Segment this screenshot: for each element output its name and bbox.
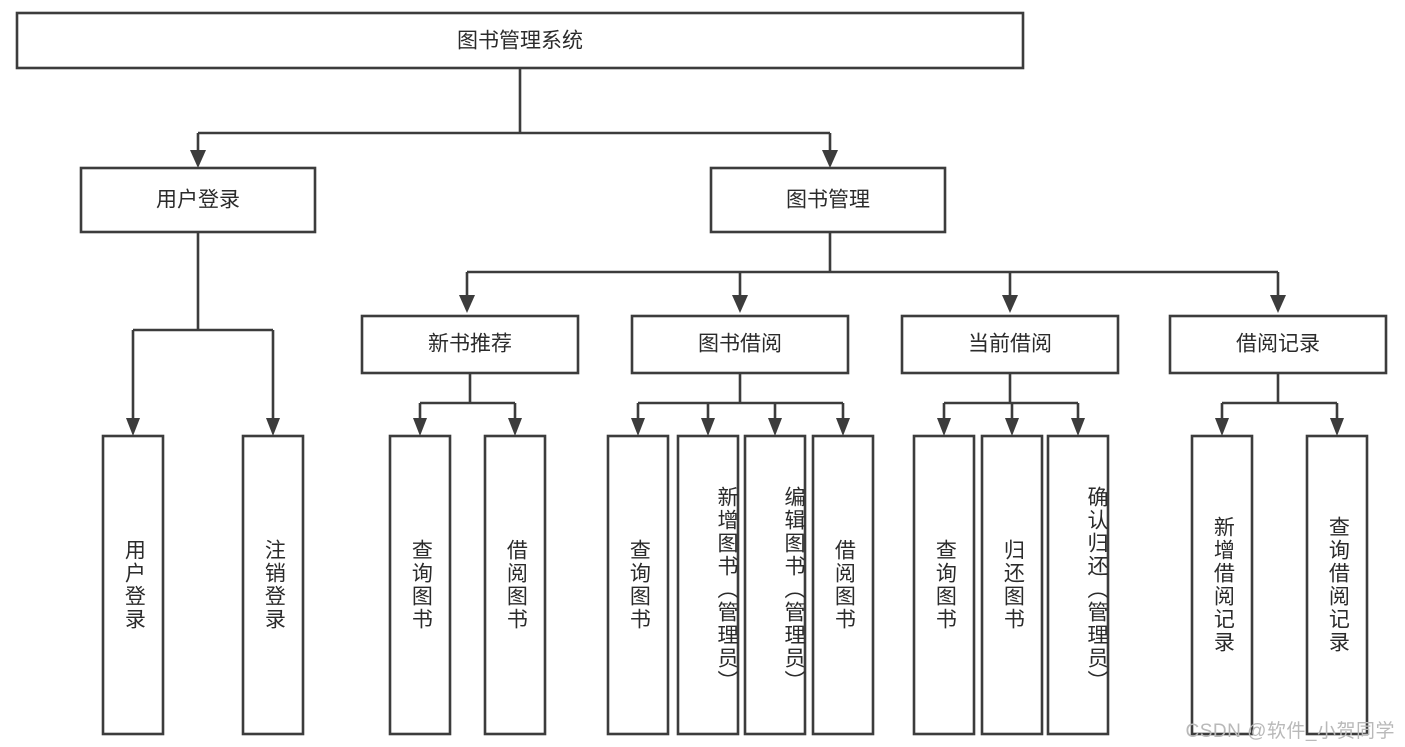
- leaf-group-book-borrow: [606, 434, 875, 736]
- connector-group-root: [190, 68, 838, 168]
- leaf-box-borrow-book-1[interactable]: [483, 434, 547, 736]
- arrow-head-leaf-query-record: [1330, 418, 1344, 436]
- node-label-current-borrow: 当前借阅: [968, 333, 1052, 356]
- arrow-head-new-book-recommend: [459, 295, 475, 313]
- node-new-book-recommend[interactable]: 新书推荐: [360, 314, 580, 375]
- arrow-head-user-login: [190, 150, 206, 168]
- node-user-login[interactable]: 用户登录: [79, 166, 317, 234]
- leaf-box-user-login[interactable]: [101, 434, 165, 736]
- node-box-root[interactable]: [15, 11, 1025, 70]
- leaf-box-query-record[interactable]: [1305, 434, 1369, 736]
- arrow-head-current-borrow: [1002, 295, 1018, 313]
- node-box-borrow-record[interactable]: [1168, 314, 1388, 375]
- leaf-group-new-book-recommend: [388, 434, 547, 736]
- leaf-box-confirm-return[interactable]: [1046, 434, 1110, 736]
- arrow-head-leaf-borrow-book-2: [836, 418, 850, 436]
- node-borrow-record[interactable]: 借阅记录: [1168, 314, 1388, 375]
- arrow-head-leaf-user-logout: [266, 418, 280, 436]
- arrow-head-leaf-query-book-3: [937, 418, 951, 436]
- connector-group-book-manage: [459, 232, 1286, 313]
- arrow-head-leaf-query-book-2: [631, 418, 645, 436]
- node-label-book-borrow: 图书借阅: [698, 333, 782, 356]
- leaf-box-add-book[interactable]: [676, 434, 740, 736]
- leaf-box-query-book-3[interactable]: [912, 434, 976, 736]
- node-box-book-manage[interactable]: [709, 166, 947, 234]
- leaf-box-query-book-1[interactable]: [388, 434, 452, 736]
- arrow-head-leaf-borrow-book-1: [508, 418, 522, 436]
- node-label-root: 图书管理系统: [457, 30, 583, 53]
- arrow-head-leaf-add-book: [701, 418, 715, 436]
- connector-group-book-borrow: [631, 373, 850, 436]
- arrow-head-leaf-edit-book: [768, 418, 782, 436]
- node-box-new-book-recommend[interactable]: [360, 314, 580, 375]
- arrow-head-borrow-record: [1270, 295, 1286, 313]
- connector-group-current-borrow: [937, 373, 1085, 436]
- connector-group-borrow-record: [1215, 373, 1344, 436]
- arrow-head-leaf-query-book-1: [413, 418, 427, 436]
- leaf-box-query-book-2[interactable]: [606, 434, 670, 736]
- connector-group-user-login: [126, 232, 280, 436]
- arrow-head-leaf-add-record: [1215, 418, 1229, 436]
- leaf-box-borrow-book-2[interactable]: [811, 434, 875, 736]
- node-box-book-borrow[interactable]: [630, 314, 850, 375]
- leaf-group-borrow-record: [1190, 434, 1369, 736]
- arrow-head-leaf-confirm-return: [1071, 418, 1085, 436]
- watermark-text: CSDN @软件_小贺同学: [1185, 721, 1395, 742]
- leaf-box-user-logout[interactable]: [241, 434, 305, 736]
- leaf-box-return-book[interactable]: [980, 434, 1044, 736]
- arrow-head-leaf-user-login: [126, 418, 140, 436]
- node-label-user-login: 用户登录: [156, 189, 240, 212]
- arrow-head-leaf-return-book: [1005, 418, 1019, 436]
- leaf-box-edit-book[interactable]: [743, 434, 807, 736]
- node-current-borrow[interactable]: 当前借阅: [900, 314, 1120, 375]
- connector-group-new-book-recommend: [413, 373, 522, 436]
- node-root[interactable]: 图书管理系统: [15, 11, 1025, 70]
- node-box-current-borrow[interactable]: [900, 314, 1120, 375]
- node-box-user-login[interactable]: [79, 166, 317, 234]
- leaf-group-current-borrow: [912, 434, 1110, 736]
- node-label-new-book-recommend: 新书推荐: [428, 333, 512, 356]
- arrow-head-book-borrow: [732, 295, 748, 313]
- node-book-manage[interactable]: 图书管理: [709, 166, 947, 234]
- node-label-book-manage: 图书管理: [786, 189, 870, 212]
- leaf-group-user-login: [101, 434, 305, 736]
- node-book-borrow[interactable]: 图书借阅: [630, 314, 850, 375]
- arrow-head-book-manage: [822, 150, 838, 168]
- node-label-borrow-record: 借阅记录: [1236, 333, 1320, 356]
- leaf-box-add-record[interactable]: [1190, 434, 1254, 736]
